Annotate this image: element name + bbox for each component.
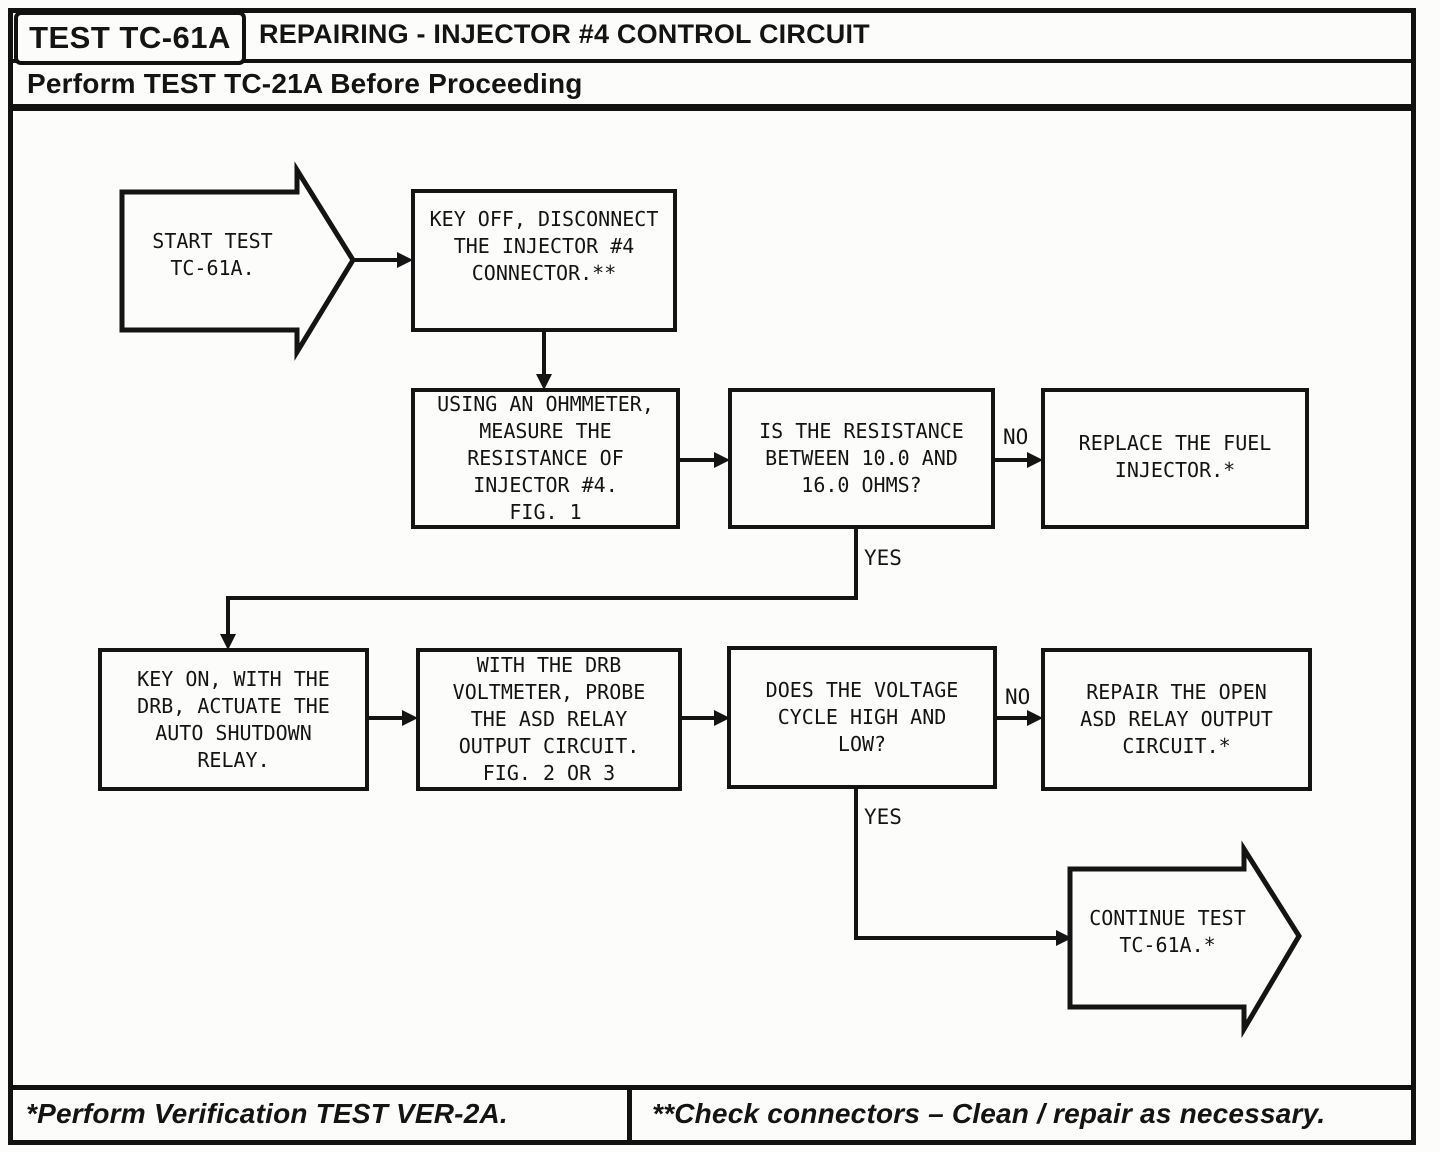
wire-label-no-resistance: NO (1003, 425, 1029, 449)
flow-continue-label: CONTINUE TEST TC-61A.* (1089, 906, 1246, 957)
wire-label-no-voltage: NO (1005, 685, 1031, 709)
flow-node-drb-voltmeter-label: WITH THE DRB VOLTMETER, PROBE THE ASD RE… (452, 653, 646, 785)
flow-node-drb-voltmeter: WITH THE DRB VOLTMETER, PROBE THE ASD RE… (416, 648, 682, 791)
flow-node-replace-injector: REPLACE THE FUEL INJECTOR.* (1041, 388, 1309, 529)
flow-node-key-off-label: KEY OFF, DISCONNECT THE INJECTOR #4 CONN… (429, 207, 659, 285)
page-subtitle: Perform TEST TC-21A Before Proceeding (27, 68, 583, 99)
test-id-box: TEST TC-61A (14, 11, 246, 65)
flow-node-resistance-question: IS THE RESISTANCE BETWEEN 10.0 AND 16.0 … (728, 388, 995, 529)
flow-node-repair-circuit: REPAIR THE OPEN ASD RELAY OUTPUT CIRCUIT… (1041, 648, 1312, 791)
test-id-label: TEST TC-61A (29, 20, 231, 55)
flow-node-resistance-question-label: IS THE RESISTANCE BETWEEN 10.0 AND 16.0 … (759, 419, 964, 497)
flow-node-voltage-question: DOES THE VOLTAGE CYCLE HIGH AND LOW? (727, 646, 997, 789)
footer-divider (627, 1085, 632, 1140)
flow-node-ohmmeter-label: USING AN OHMMETER, MEASURE THE RESISTANC… (437, 392, 654, 524)
flow-node-replace-injector-label: REPLACE THE FUEL INJECTOR.* (1078, 431, 1272, 482)
start-arrow-shape (119, 161, 356, 361)
flow-node-voltage-question-label: DOES THE VOLTAGE CYCLE HIGH AND LOW? (765, 678, 959, 756)
page-border (8, 8, 1416, 1145)
footer-separator (10, 1085, 1414, 1090)
page-title: REPAIRING - INJECTOR #4 CONTROL CIRCUIT (259, 19, 870, 49)
header-divider-line (10, 59, 1414, 63)
footnote-verification: *Perform Verification TEST VER-2A. (26, 1098, 508, 1129)
wire-label-yes-voltage: YES (864, 805, 902, 829)
flow-node-ohmmeter: USING AN OHMMETER, MEASURE THE RESISTANC… (411, 388, 680, 529)
flow-node-key-on-label: KEY ON, WITH THE DRB, ACTUATE THE AUTO S… (137, 666, 330, 772)
footnote-connectors: **Check connectors – Clean / repair as n… (652, 1098, 1326, 1129)
header-separator (10, 104, 1414, 111)
flow-node-repair-circuit-label: REPAIR THE OPEN ASD RELAY OUTPUT CIRCUIT… (1080, 680, 1273, 758)
flow-node-key-off: KEY OFF, DISCONNECT THE INJECTOR #4 CONN… (411, 189, 677, 332)
flow-start-label: START TEST TC-61A. (152, 229, 273, 280)
continue-arrow-shape (1067, 840, 1302, 1039)
wire-label-yes-resistance: YES (864, 546, 902, 570)
flow-node-key-on: KEY ON, WITH THE DRB, ACTUATE THE AUTO S… (98, 648, 369, 791)
